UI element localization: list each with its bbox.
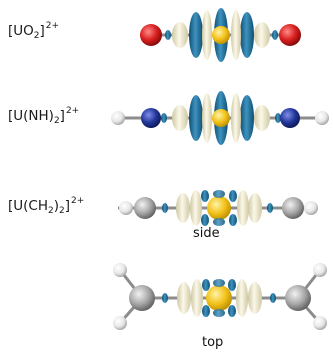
orbital-lobe — [228, 305, 236, 317]
orbital-lobe — [270, 293, 276, 303]
formula-subscript: 2 — [59, 206, 65, 216]
orbital-lobe — [248, 193, 262, 223]
orbital-lobe — [202, 305, 210, 317]
orbital-lobe — [213, 279, 225, 287]
orbital-lobe — [176, 193, 190, 223]
formula-text: ] — [39, 23, 45, 39]
nitrogen-atom — [141, 108, 161, 128]
orbital-lobe — [231, 93, 241, 143]
carbon-atom — [129, 285, 155, 311]
hydrogen-atom — [119, 201, 133, 215]
orbital-lobe — [213, 190, 225, 198]
oxygen-atom — [140, 24, 162, 46]
orbital-lobe — [172, 105, 188, 131]
orbital-lobe — [254, 105, 270, 131]
uranium-atom — [207, 196, 231, 220]
unh2-molecule — [111, 91, 329, 145]
orbital-lobe — [240, 12, 254, 58]
orbital-lobe — [229, 190, 237, 202]
orbital-lobe — [189, 12, 203, 58]
carbon-atom — [285, 285, 311, 311]
formula-text: [UO — [8, 23, 34, 39]
orbital-lobe — [190, 190, 202, 226]
carbon-atom — [282, 197, 304, 219]
hydrogen-atom — [315, 111, 329, 125]
orbital-lobe — [177, 282, 191, 314]
hydrogen-atom — [313, 316, 327, 330]
formula-superscript: 2+ — [45, 21, 60, 31]
oxygen-atom — [279, 24, 301, 46]
formula-text: ) — [53, 198, 60, 214]
orbital-lobe — [228, 279, 236, 291]
orbital-lobe — [172, 22, 188, 48]
hydrogen-atom — [113, 316, 127, 330]
uranium-atom — [206, 285, 232, 311]
nitrogen-atom — [280, 108, 300, 128]
uch2-side-molecule — [118, 190, 318, 226]
orbital-lobe — [237, 190, 249, 226]
molecule-label-unh2: [U(NH)2]2+ — [8, 106, 79, 126]
view-label-top: top — [202, 335, 224, 350]
orbital-lobe — [236, 279, 248, 317]
view-label-side: side — [193, 226, 220, 241]
orbital-lobe — [213, 309, 225, 317]
hydrogen-atom — [304, 201, 318, 215]
formula-superscript: 2+ — [71, 196, 85, 206]
orbital-lobe — [202, 10, 212, 60]
formula-text: ] — [59, 108, 65, 124]
orbital-lobe — [162, 203, 168, 213]
orbital-lobe — [275, 113, 281, 123]
orbital-lobe — [202, 279, 210, 291]
hydrogen-atom — [111, 111, 125, 125]
orbital-lobe — [161, 113, 167, 123]
formula-text: [U(NH) — [8, 108, 54, 124]
orbital-lobe — [202, 93, 212, 143]
orbital-lobe — [165, 30, 171, 40]
orbital-lobe — [254, 22, 270, 48]
formula-subscript: 2 — [48, 206, 54, 216]
orbital-lobe — [162, 293, 168, 303]
orbital-lobe — [191, 279, 203, 317]
molecule-label-uch2: [U(CH2)2]2+ — [8, 196, 84, 216]
uo2-molecule — [140, 8, 301, 62]
orbital-lobe — [201, 214, 209, 226]
formula-subscript: 2 — [53, 116, 60, 126]
formula-subscript: 2 — [33, 31, 40, 41]
orbital-lobe — [213, 218, 225, 226]
orbital-lobe — [248, 282, 262, 314]
molecule-label-uo2: [UO2]2+ — [8, 21, 59, 41]
uch2-top-molecule — [113, 263, 327, 330]
orbital-lobe — [240, 95, 254, 141]
orbital-lobe — [231, 10, 241, 60]
orbital-lobe — [267, 203, 273, 213]
hydrogen-atom — [113, 263, 127, 277]
orbital-lobe — [201, 190, 209, 202]
orbital-lobe — [229, 214, 237, 226]
orbital-lobe — [272, 30, 278, 40]
uranium-atom — [212, 109, 230, 127]
hydrogen-atom — [313, 263, 327, 277]
uranium-atom — [212, 26, 230, 44]
formula-superscript: 2+ — [65, 106, 80, 116]
formula-text: ] — [64, 198, 71, 214]
carbon-atom — [134, 197, 156, 219]
orbital-lobe — [189, 95, 203, 141]
formula-text: [U(CH — [8, 198, 48, 214]
